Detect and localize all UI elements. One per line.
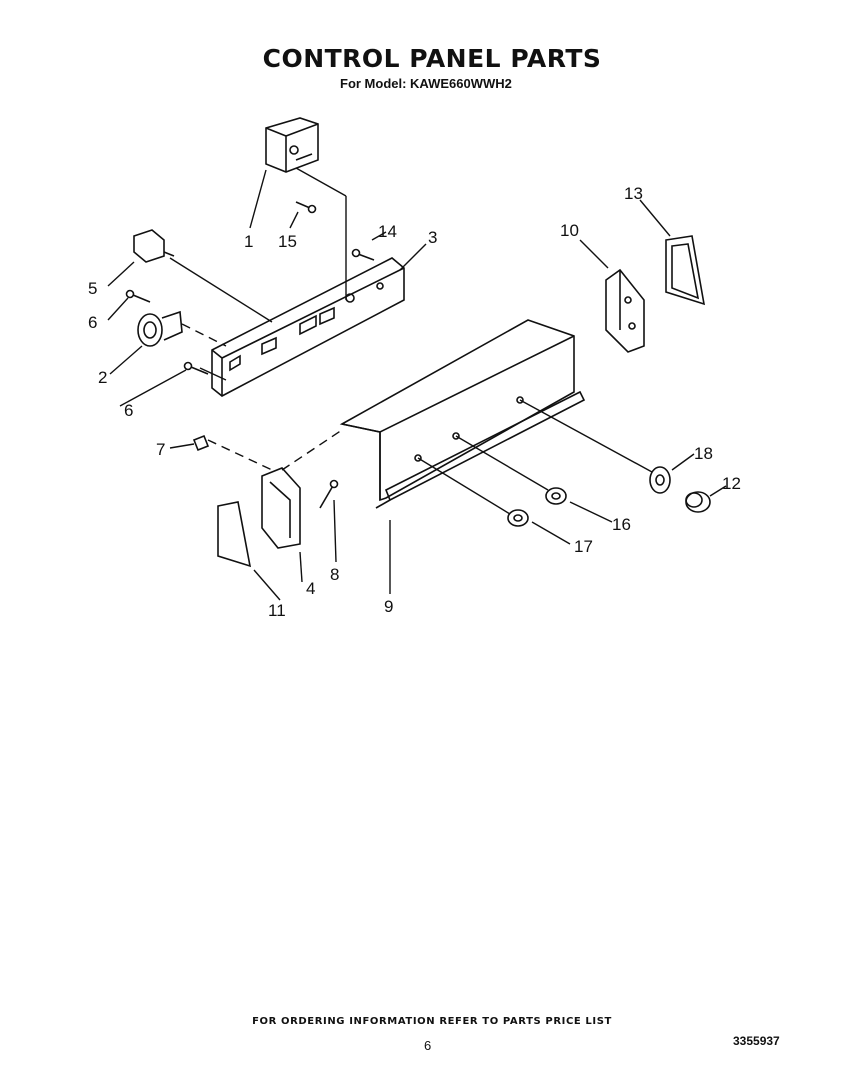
callout-18: 18 [694,444,713,463]
callout-7: 7 [156,440,165,459]
part-3-control-panel [211,257,405,397]
callout-3: 3 [428,228,437,247]
callout-6-lower: 6 [124,401,133,420]
part-4-end-bracket [261,467,301,549]
callout-14: 14 [378,222,397,241]
part-14-screw [351,248,375,261]
part-1-switch-box [265,117,319,173]
page-number: 6 [424,1038,432,1053]
callout-5: 5 [88,279,97,298]
callout-8: 8 [330,565,339,584]
callout-11: 11 [268,601,286,620]
part-15-screw [295,201,317,214]
callout-4: 4 [306,579,315,598]
part-18-washer [649,466,671,494]
callout-17: 17 [574,537,593,556]
part-6-screw-lower [183,361,209,375]
callout-9: 9 [384,597,393,616]
part-9-console-body [339,319,586,509]
callout-10: 10 [560,221,579,240]
callout-2: 2 [98,368,107,387]
part-6-screw-upper [125,289,151,303]
page-title: CONTROL PANEL PARTS [262,44,602,73]
callout-1: 1 [244,232,253,251]
part-16-knob [545,487,567,505]
callout-15: 15 [278,232,297,251]
callout-13: 13 [624,184,643,203]
leader-lines [107,169,727,601]
part-17-knob [507,509,529,527]
part-5-switch [133,229,175,263]
model-subtitle: For Model: KAWE660WWH2 [340,76,512,91]
part-13-end-trim [665,235,706,306]
callout-6-upper: 6 [88,313,97,332]
ordering-info-note: FOR ORDERING INFORMATION REFER TO PARTS … [252,1016,612,1027]
part-2-rotary-switch [137,310,183,347]
callout-labels: 1 2 3 4 5 6 6 7 8 9 10 11 12 13 14 15 16… [88,184,741,620]
callout-16: 16 [612,515,631,534]
alignment-lines [169,167,653,515]
part-7-clip [192,434,210,452]
part-12-knob [685,491,711,513]
part-8-screw [319,479,339,509]
part-11-end-cap [217,501,252,568]
part-10-bracket [605,268,645,353]
document-number: 3355937 [733,1034,780,1048]
callout-12: 12 [722,474,741,493]
